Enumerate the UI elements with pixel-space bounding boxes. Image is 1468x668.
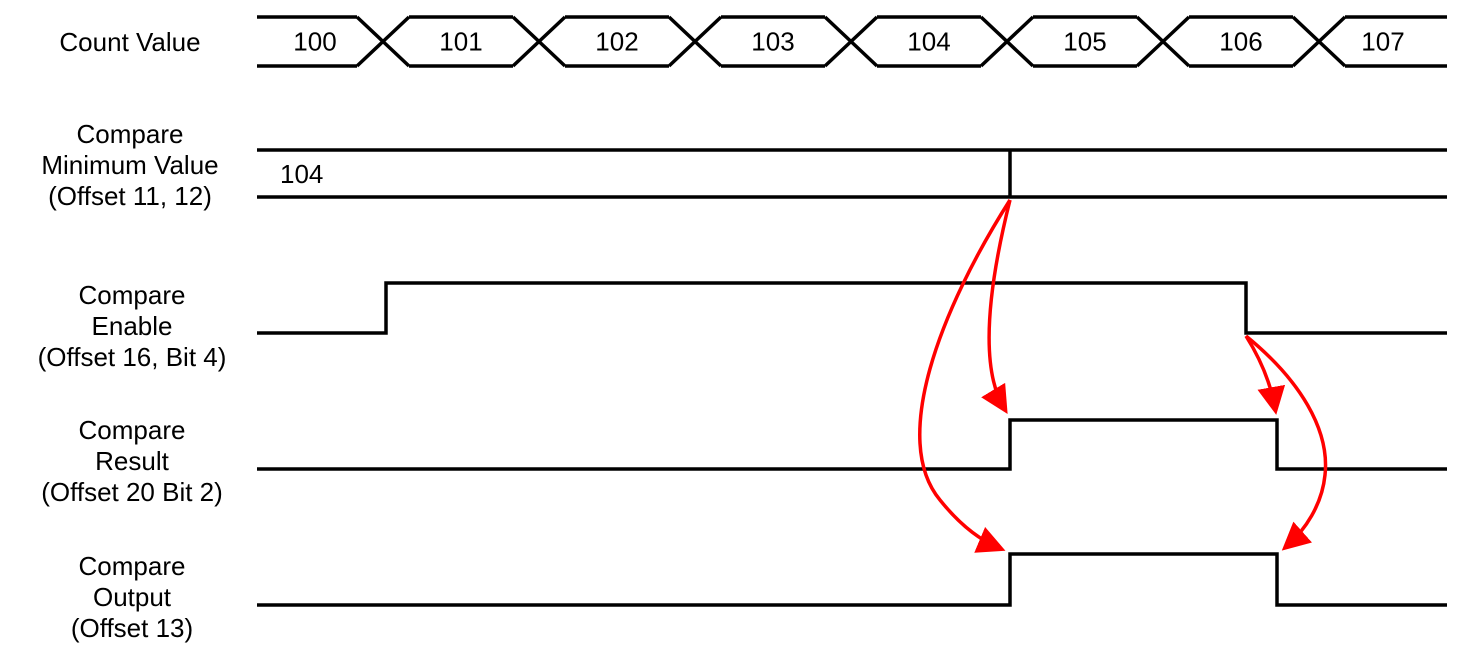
count-value-102: 102 — [595, 27, 638, 57]
count-value-100: 100 — [293, 27, 336, 57]
enable-waveform — [257, 281, 1447, 335]
min-value-text: 104 — [280, 159, 323, 189]
svg-text:(Offset 11, 12): (Offset 11, 12) — [48, 181, 212, 211]
arrow-min-to-result — [981, 199, 1012, 414]
svg-text:Compare: Compare — [77, 119, 184, 149]
svg-text:(Offset 20 Bit 2): (Offset 20 Bit 2) — [41, 477, 223, 507]
count-value-101: 101 — [439, 27, 482, 57]
output-waveform — [257, 552, 1447, 607]
count-value-107: 107 — [1361, 27, 1404, 57]
count-value-bus: 100 101 102 103 104 105 106 107 — [257, 15, 1447, 68]
svg-text:Compare: Compare — [79, 551, 186, 581]
count-value-106: 106 — [1219, 27, 1262, 57]
compare-enable-label: Compare Enable (Offset 16, Bit 4) — [38, 280, 227, 372]
compare-output-label: Compare Output (Offset 13) — [71, 551, 193, 643]
result-waveform — [257, 418, 1447, 471]
compare-min-value-label: Compare Minimum Value (Offset 11, 12) — [41, 119, 218, 211]
svg-text:(Offset 16, Bit 4): (Offset 16, Bit 4) — [38, 342, 227, 372]
arrow-enable-to-result — [1244, 335, 1286, 415]
svg-text:(Offset 13): (Offset 13) — [71, 613, 193, 643]
arrow-min-to-output — [918, 199, 1012, 553]
svg-text:Result: Result — [95, 446, 169, 476]
svg-text:Compare: Compare — [79, 415, 186, 445]
count-value-103: 103 — [751, 27, 794, 57]
svg-text:Compare: Compare — [79, 280, 186, 310]
count-value-label: Count Value — [59, 27, 200, 57]
compare-result-label: Compare Result (Offset 20 Bit 2) — [41, 415, 223, 507]
count-value-104: 104 — [907, 27, 950, 57]
min-value-waveform — [257, 148, 1447, 199]
arrow-enable-to-output — [1244, 334, 1328, 551]
svg-text:Minimum Value: Minimum Value — [41, 150, 218, 180]
count-value-105: 105 — [1063, 27, 1106, 57]
svg-text:Output: Output — [93, 582, 172, 612]
svg-text:Enable: Enable — [92, 311, 173, 341]
count-bus-outline — [257, 15, 1447, 68]
